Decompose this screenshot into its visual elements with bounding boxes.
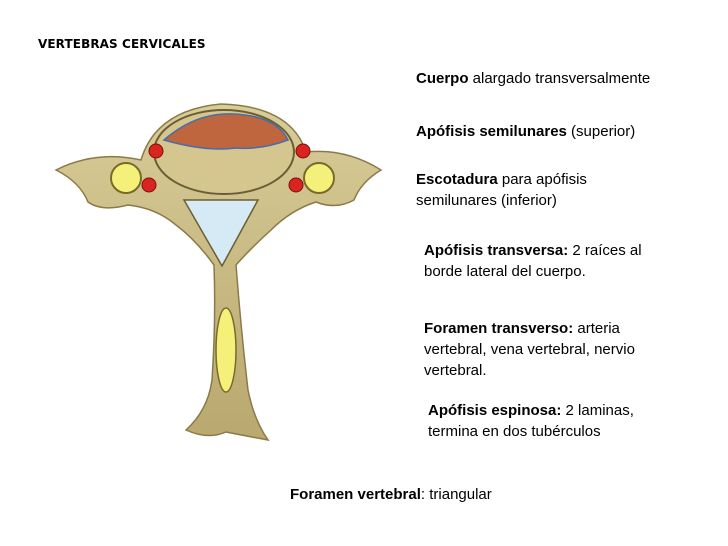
label-escotadura: Escotadura para apófisis semilunares (in… xyxy=(416,171,587,209)
label-foramen-vertebral: Foramen vertebral: triangular xyxy=(290,486,492,503)
body-articular-surface xyxy=(162,113,290,150)
spinous-process-marker xyxy=(215,307,237,393)
uncinate-marker-left-top xyxy=(148,143,164,159)
uncinate-marker-right-bottom xyxy=(288,177,304,193)
label-apofisis-espinosa: Apófisis espinosa: 2 laminas, termina en… xyxy=(428,402,634,440)
label-foramen-transverso: Foramen transverso: arteria vertebral, v… xyxy=(424,320,635,379)
transverse-foramen-right xyxy=(303,162,335,194)
label-apofisis-semilunares: Apófisis semilunares (superior) xyxy=(416,123,636,140)
cervical-vertebra-illustration xyxy=(54,103,383,442)
vertebral-foramen xyxy=(182,199,260,268)
label-cuerpo: Cuerpo alargado transversalmente xyxy=(416,70,651,87)
transverse-foramen-left xyxy=(110,162,142,194)
uncinate-marker-left-bottom xyxy=(141,177,157,193)
label-apofisis-transversa: Apófisis transversa: 2 raíces al borde l… xyxy=(424,242,642,280)
page-title: VERTEBRAS CERVICALES xyxy=(38,37,206,51)
uncinate-marker-right-top xyxy=(295,143,311,159)
